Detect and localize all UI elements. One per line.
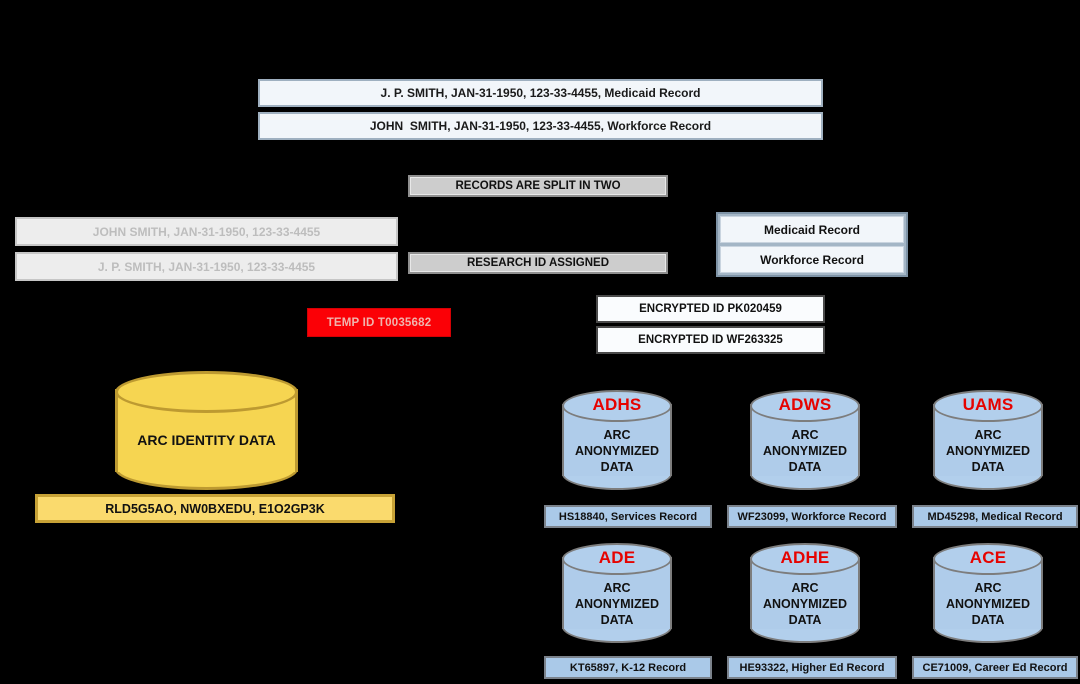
agency-cylinder-uams: UAMS ARC ANONYMIZED DATA [933,390,1043,490]
agency-cylinder-adhs: ADHS ARC ANONYMIZED DATA [562,390,672,490]
anonymized-data-label: ARC ANONYMIZED DATA [750,573,860,635]
record-label-adws: WF23099, Workforce Record [727,505,897,528]
record-label-ace: CE71009, Career Ed Record [912,656,1078,679]
anonymized-data-label: ARC ANONYMIZED DATA [750,420,860,482]
anonymized-data-text: ARC ANONYMIZED DATA [945,427,1031,475]
cylinder-top [562,390,672,422]
agency-cylinder-adhe: ADHE ARC ANONYMIZED DATA [750,543,860,643]
step-records-split: RECORDS ARE SPLIT IN TWO [408,175,668,197]
agency-cylinder-ade: ADE ARC ANONYMIZED DATA [562,543,672,643]
anonymized-data-label: ARC ANONYMIZED DATA [933,420,1043,482]
agency-name-label: ADHE [780,548,830,567]
agency-name-label: ADHS [592,395,642,414]
anonymized-data-text: ARC ANONYMIZED DATA [762,427,848,475]
anonymized-data-text: ARC ANONYMIZED DATA [574,427,660,475]
record-label-uams: MD45298, Medical Record [912,505,1078,528]
cylinder-top [115,371,298,413]
anonymized-data-text: ARC ANONYMIZED DATA [762,580,848,628]
source-record-workforce: JOHN SMITH, JAN-31-1950, 123-33-4455, Wo… [258,112,823,140]
agency-cylinder-ace: ACE ARC ANONYMIZED DATA [933,543,1043,643]
agency-name-label: UAMS [962,395,1014,414]
anonymized-data-text: ARC ANONYMIZED DATA [574,580,660,628]
agency-cylinder-adws: ADWS ARC ANONYMIZED DATA [750,390,860,490]
encrypted-id-pk: ENCRYPTED ID PK020459 [596,295,825,323]
arc-identity-data-label: ARC IDENTITY DATA [137,431,276,448]
temp-id-box: TEMP ID T0035682 [307,308,451,337]
arc-identity-database-cylinder: ARC IDENTITY DATA [115,371,298,490]
cylinder-top [933,390,1043,422]
cylinder-top [933,543,1043,575]
anonymized-data-label: ARC ANONYMIZED DATA [562,420,672,482]
research-ids-box: RLD5G5AO, NW0BXEDU, E1O2GP3K [35,494,395,523]
agency-name-label: ADE [598,548,636,567]
cylinder-top [562,543,672,575]
encrypted-id-wf: ENCRYPTED ID WF263325 [596,326,825,354]
split-identity-record-jp: J. P. SMITH, JAN-31-1950, 123-33-4455 [15,252,398,281]
agency-name-label: ACE [969,548,1007,567]
agency-name-label: ADWS [778,395,832,414]
step-research-id-assigned: RESEARCH ID ASSIGNED [408,252,668,274]
anonymized-data-label: ARC ANONYMIZED DATA [933,573,1043,635]
record-label-ade: KT65897, K-12 Record [544,656,712,679]
cylinder-top [750,543,860,575]
content-record-workforce: Workforce Record [720,246,904,273]
cylinder-top [750,390,860,422]
record-label-adhe: HE93322, Higher Ed Record [727,656,897,679]
split-content-records-stack: Medicaid Record Workforce Record [716,212,908,277]
content-record-medicaid: Medicaid Record [720,216,904,243]
split-identity-record-john: JOHN SMITH, JAN-31-1950, 123-33-4455 [15,217,398,246]
anonymized-data-text: ARC ANONYMIZED DATA [945,580,1031,628]
record-label-adhs: HS18840, Services Record [544,505,712,528]
source-record-medicaid: J. P. SMITH, JAN-31-1950, 123-33-4455, M… [258,79,823,107]
anonymized-data-label: ARC ANONYMIZED DATA [562,573,672,635]
